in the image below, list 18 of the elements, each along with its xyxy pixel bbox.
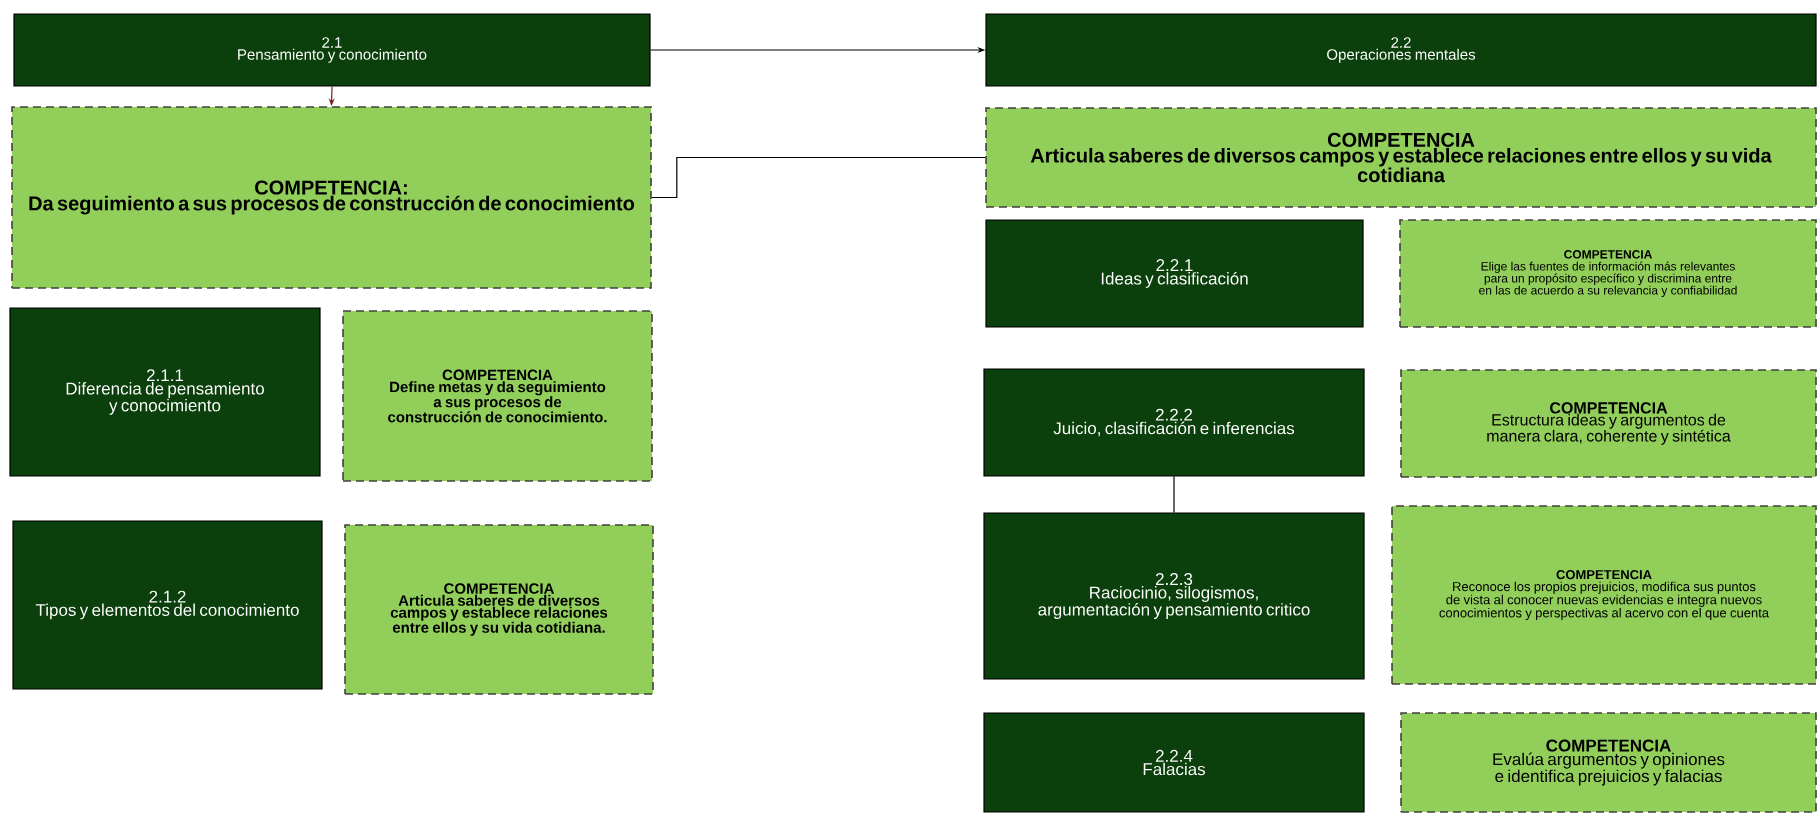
topic-box: 2.1 Pensamiento y conocimiento bbox=[13, 13, 651, 87]
topic-box: 2.2.1 Ideas y clasificación bbox=[985, 219, 1364, 328]
competency-box: COMPETENCIA Elige las fuentes de información más relevantes para un propósito específico y discrimina entre en las de acuerdo a su relevancia y confiabilidad bbox=[1399, 219, 1817, 328]
competency-box: COMPETENCIA Define metas y da seguimiento a sus procesos de construcción de conocimiento. bbox=[342, 310, 653, 482]
competency-box: COMPETENCIA Articula saberes de diversos campos y establece relaciones entre ellos y su vida cotidiana bbox=[985, 107, 1817, 208]
topic-box: 2.2.2 Juicio, clasificación e inferencias bbox=[983, 368, 1365, 477]
topic-box: 2.2 Operaciones mentales bbox=[985, 13, 1817, 87]
competency-box: COMPETENCIA Evalúa argumentos y opiniones e identifica prejuicios y falacias bbox=[1400, 712, 1817, 813]
competency-box: COMPETENCIA Estructura ideas y argumentos de manera clara, coherente y sintética bbox=[1400, 369, 1817, 478]
topic-box: 2.1.1 Diferencia de pensamiento y conocimiento bbox=[9, 307, 321, 477]
competency-box: COMPETENCIA: Da seguimiento a sus procesos de construcción de conocimiento bbox=[11, 106, 652, 289]
connector bbox=[1173, 476, 1175, 513]
competency-box: COMPETENCIA Articula saberes de diversos campos y establece relaciones entre ellos y su vida cotidiana. bbox=[344, 524, 654, 695]
topic-box: 2.2.3 Raciocinio, silogismos, argumentación y pensamiento critico bbox=[983, 512, 1365, 680]
connector bbox=[651, 156, 986, 199]
topic-box: 2.1.2 Tipos y elementos del conocimiento bbox=[12, 520, 323, 690]
competency-box: COMPETENCIA Reconoce los propios prejuicios, modifica sus puntos de vista al conocer nuevas evidencias e integra nuevos conocimientos y perspectivas al acervo con el que cuenta bbox=[1391, 505, 1817, 685]
topic-box: 2.2.4 Falacias bbox=[983, 712, 1365, 813]
